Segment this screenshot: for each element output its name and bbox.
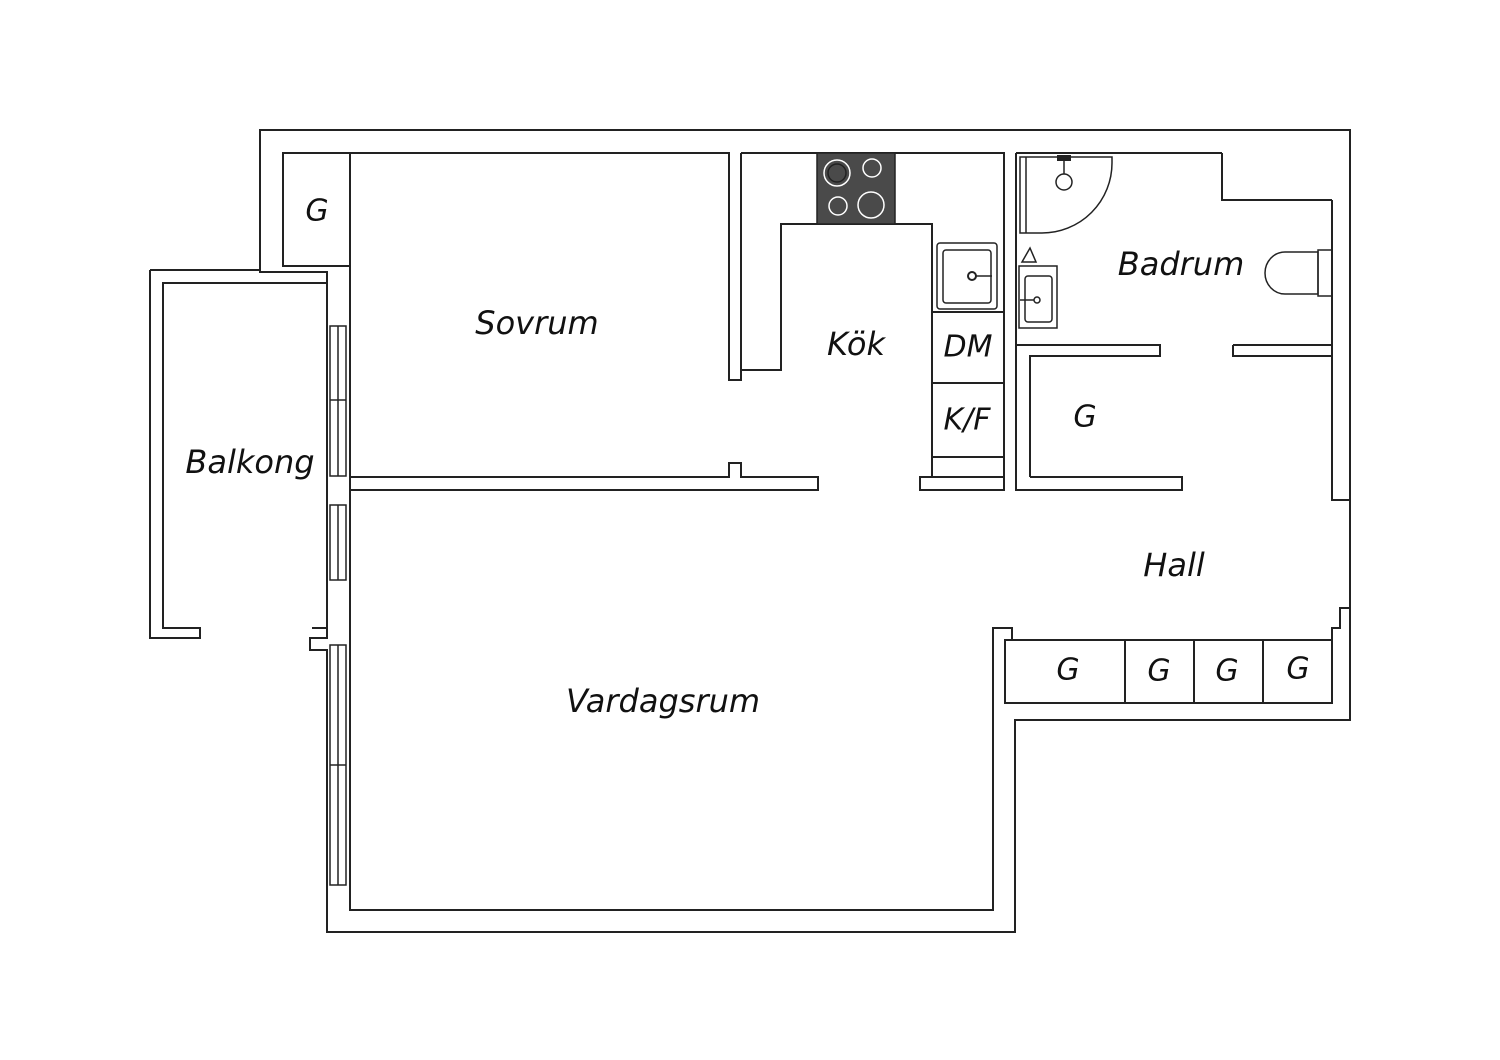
hall-closet-wall — [1015, 345, 1183, 491]
toilet-icon — [1264, 249, 1333, 297]
exterior-wall-inner-right — [1331, 200, 1350, 501]
window-strip — [329, 325, 347, 886]
stove-icon — [816, 152, 896, 225]
kitchen-sink-icon — [936, 242, 998, 310]
exterior-wall-outer — [259, 129, 1351, 933]
closet-label-hall-1: G — [1056, 653, 1079, 688]
exterior-wall-inner-top — [1221, 153, 1332, 201]
room-label-kok: Kök — [827, 325, 886, 363]
closet-label-hall-small: G — [1073, 400, 1096, 435]
room-label-vardagsrum: Vardagsrum — [566, 682, 760, 720]
sovrum-vardagsrum-wall — [350, 462, 819, 491]
closet-label-hall-2: G — [1147, 654, 1170, 689]
closet-top-left — [282, 152, 351, 267]
bathroom-wall — [1015, 152, 1332, 477]
closet-label-hall-3: G — [1215, 654, 1238, 689]
room-label-balkong: Balkong — [185, 443, 314, 481]
room-label-badrum: Badrum — [1118, 245, 1244, 283]
room-label-hall: Hall — [1143, 546, 1205, 584]
closet-label-hall-4: G — [1286, 652, 1309, 687]
balcony-rail — [150, 627, 327, 639]
dishwasher-label: DM — [944, 330, 993, 365]
bathroom-sink-icon — [1018, 246, 1058, 329]
shower-icon — [1019, 155, 1113, 234]
closet-label-top-left: G — [305, 194, 328, 229]
room-label-sovrum: Sovrum — [475, 304, 598, 342]
sovrum-wall — [350, 152, 742, 381]
hall-wardrobe-row — [1004, 639, 1333, 704]
fridge-freezer-label: K/F — [943, 403, 991, 438]
